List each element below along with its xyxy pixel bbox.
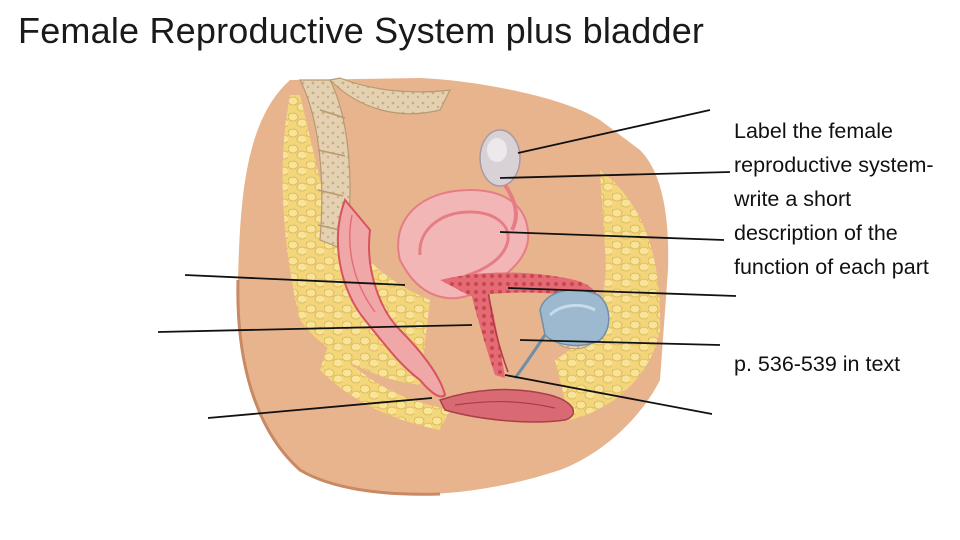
ovary xyxy=(479,129,521,187)
adipose-tissue xyxy=(282,95,661,430)
labia xyxy=(438,388,575,423)
leader-line-fallopian-tube xyxy=(499,171,731,179)
uterus xyxy=(397,188,530,300)
bladder xyxy=(539,289,610,347)
urethra xyxy=(513,334,547,379)
sacrum-bone xyxy=(299,77,452,251)
slide-title: Female Reproductive System plus bladder xyxy=(18,10,705,51)
leader-line-vagina xyxy=(157,324,473,333)
leader-line-rectum xyxy=(184,274,406,286)
rectum xyxy=(336,198,447,398)
leader-line-ovary xyxy=(517,109,711,154)
instructions-text: Label the female reproductive system- wr… xyxy=(734,119,934,279)
fallopian-tube xyxy=(503,183,518,231)
leader-line-uterine-tissue xyxy=(507,287,737,297)
page-reference: p. 536-539 in text xyxy=(734,352,901,376)
leader-line-urethra xyxy=(504,374,713,415)
vagina xyxy=(470,289,509,378)
leader-line-anus xyxy=(207,397,433,419)
leader-lines xyxy=(157,109,737,419)
leader-line-bladder xyxy=(519,339,721,346)
leader-line-uterus xyxy=(499,231,725,241)
